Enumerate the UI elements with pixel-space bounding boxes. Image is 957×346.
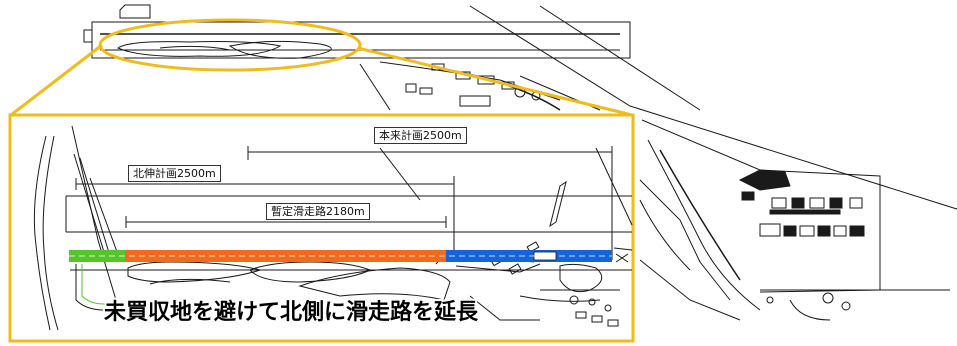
diagram-caption: 未買収地を避けて北側に滑走路を延長 [104, 300, 479, 325]
right-airport-plan [639, 119, 950, 321]
provisional-runway-label: 暫定滑走路2180m [266, 203, 370, 220]
original-plan-label: 本来計画2500m [374, 127, 467, 144]
provisional-runway [125, 250, 446, 262]
highlight-ellipse [98, 18, 362, 72]
north-extension-runway [69, 250, 125, 262]
inset-linework [33, 125, 633, 331]
zoom-inset-panel [8, 113, 635, 343]
north-extension-plan-label: 北伸計画2500m [128, 165, 221, 182]
callout-connector-lines [10, 43, 633, 117]
